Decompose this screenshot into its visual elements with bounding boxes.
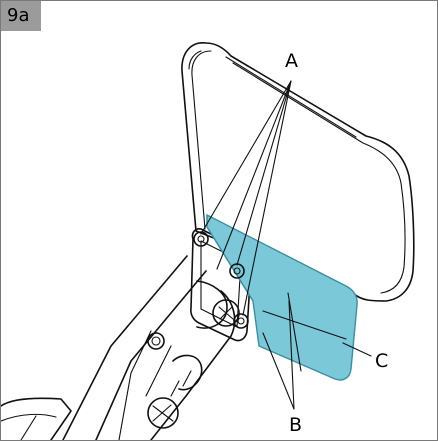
seat-fragment [1, 397, 72, 440]
articulating-arm [62, 255, 240, 440]
callout-a: A [285, 50, 298, 72]
leader-lines [200, 80, 372, 410]
callout-c: C [375, 350, 388, 372]
spacer-plate-highlight [206, 213, 358, 381]
figure-label: 9a [1, 1, 41, 31]
headrest-cushion [181, 42, 415, 302]
callout-b: B [289, 414, 302, 436]
